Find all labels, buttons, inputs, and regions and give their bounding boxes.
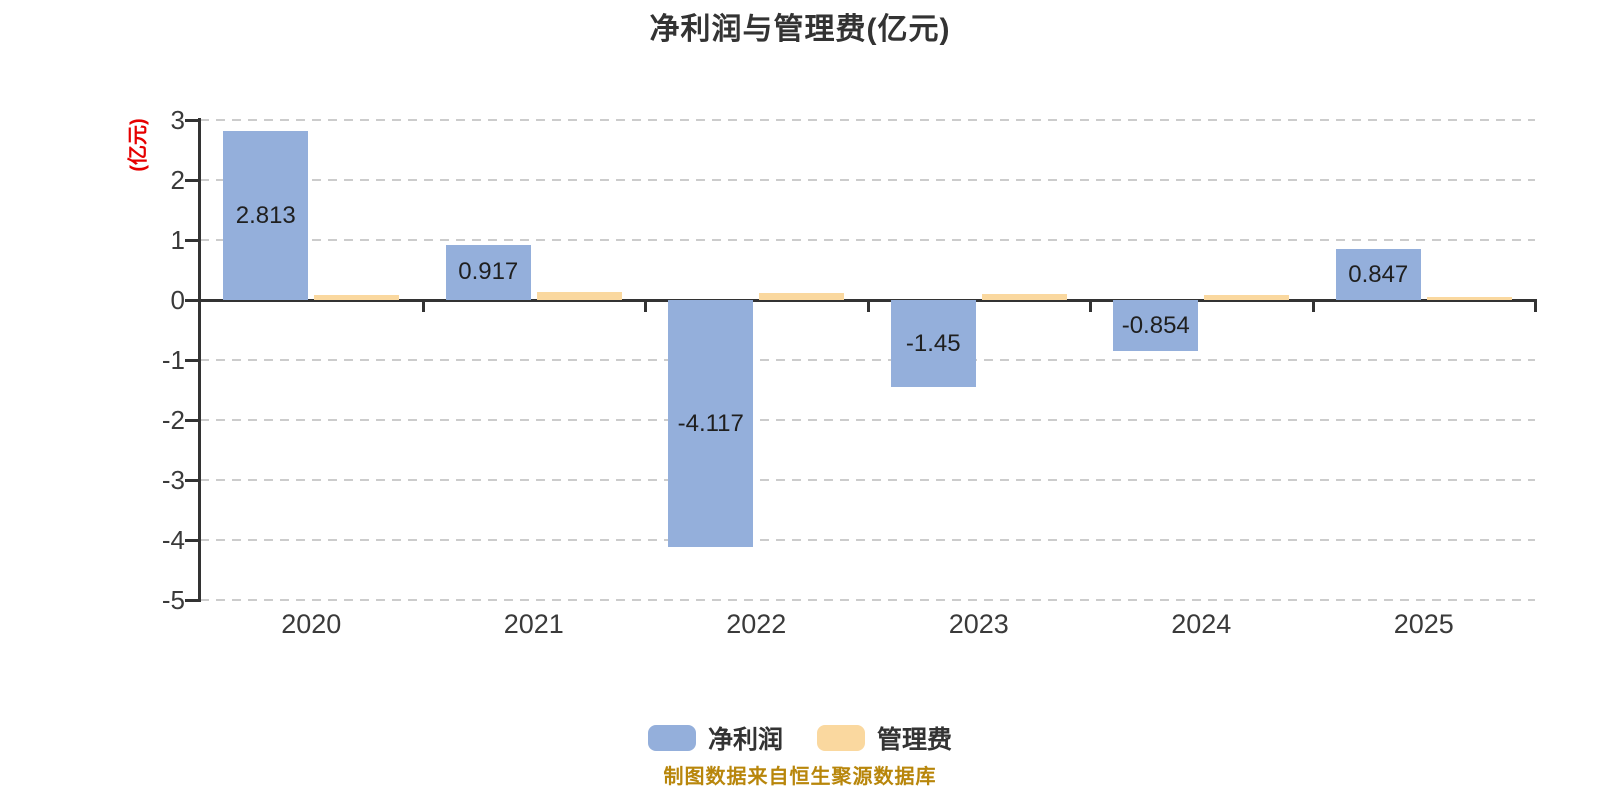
gridline--2 [200,419,1535,421]
y-axis-tick-1 [185,239,200,242]
y-tick-label-1: 1 [170,225,185,255]
bar-net-profit-2020 [223,131,309,300]
y-axis-tick-2 [185,179,200,182]
bar-value-label-2025: 0.847 [1348,260,1409,288]
legend-item-mgmt-fee: 管理费 [817,720,952,756]
net-profit-legend-label: 净利润 [707,726,783,754]
gridline--4 [200,539,1535,541]
x-tick-label-2023: 2023 [948,609,1009,639]
bar-value-label-2022: -4.117 [677,409,744,437]
bar-net-profit-2025 [1335,249,1421,300]
bar-net-profit-2021 [445,244,531,300]
legend-item-net-profit: 净利润 [647,720,783,756]
bar-net-profit-2023 [890,300,976,387]
x-axis-tick-3 [866,300,870,312]
net-profit-swatch [647,725,696,751]
mgmt-fee-legend-label: 管理费 [877,726,953,754]
bar-value-label-2024: -0.854 [1121,311,1190,339]
x-axis-tick-2 [644,300,647,312]
bar-net-profit-2022 [668,300,754,548]
x-axis-tick-1 [421,300,425,312]
bar-mgmt-fee-2022 [759,293,845,300]
y-axis-tick--2 [185,419,200,422]
bar-mgmt-fee-2025 [1426,297,1512,300]
y-tick-label-3: 3 [170,105,185,135]
y-tick-label--1: -1 [161,345,185,375]
y-axis-tick--1 [185,359,200,362]
y-tick-label--2: -2 [161,405,185,435]
bar-value-label-2021: 0.917 [458,258,519,286]
x-tick-label-2025: 2025 [1393,609,1454,639]
gridline-2 [200,179,1535,181]
y-tick-label--5: -5 [161,585,185,615]
x-tick-label-2024: 2024 [1171,609,1232,639]
bar-net-profit-2024 [1113,300,1199,352]
y-axis-tick--3 [185,479,200,482]
bar-mgmt-fee-2021 [536,292,622,300]
gridline-1 [200,239,1535,241]
x-tick-label-2021: 2021 [503,609,564,639]
data-source-note: 制图数据来自恒生聚源数据库 [663,766,937,788]
gridline--1 [200,359,1535,361]
bar-value-label-2020: 2.813 [235,201,296,229]
x-axis-tick-6 [1534,300,1537,312]
legend: 净利润 管理费 [0,720,1600,756]
bar-value-label-2023: -1.45 [905,329,961,357]
y-tick-label--3: -3 [161,465,185,495]
mgmt-fee-swatch [817,725,865,751]
y-axis-tick-0 [185,299,200,302]
x-axis-tick-4 [1089,300,1092,312]
y-tick-label-2: 2 [170,165,185,195]
gridline--5 [200,599,1535,601]
gridline-3 [200,119,1535,121]
chart-title: 净利润与管理费(亿元) [649,13,951,46]
y-axis-line [198,118,201,602]
x-tick-label-2022: 2022 [726,609,787,639]
y-tick-label-0: 0 [170,285,185,315]
y-axis-tick--4 [185,539,200,542]
gridline--3 [200,479,1535,481]
bar-mgmt-fee-2024 [1204,295,1290,300]
x-tick-label-2020: 2020 [281,609,342,639]
x-axis-tick-5 [1311,300,1315,312]
y-tick-label--4: -4 [161,525,185,555]
y-axis-tick--5 [185,599,200,602]
bar-mgmt-fee-2020 [314,294,400,300]
y-axis-tick-3 [185,119,200,122]
bar-mgmt-fee-2023 [981,294,1067,300]
